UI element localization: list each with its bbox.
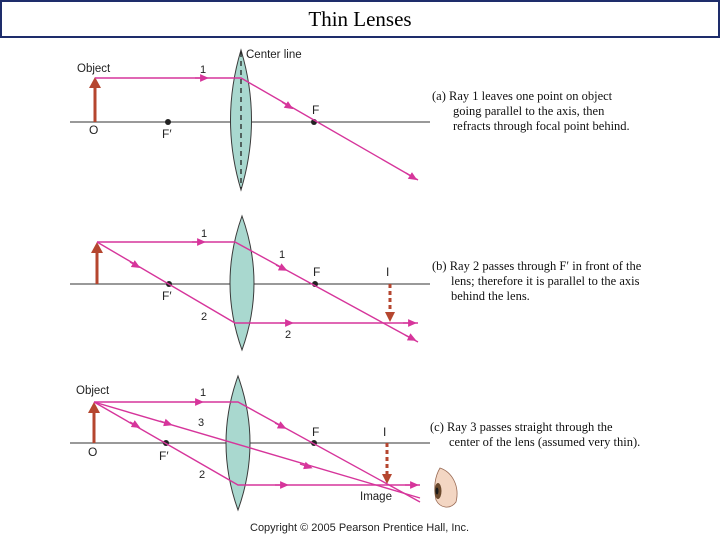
caption-line: lens; therefore it is parallel to the ax… xyxy=(451,274,640,288)
ray-2-label: 2 xyxy=(199,469,205,481)
f-label: F xyxy=(313,265,320,279)
image-i-label: I xyxy=(383,425,386,439)
ray-arrow xyxy=(405,172,418,181)
page-title: Thin Lenses xyxy=(308,7,412,31)
caption-line: (a) Ray 1 leaves one point on object xyxy=(432,89,613,103)
ray-arrow xyxy=(274,421,287,429)
ray-arrow xyxy=(299,461,313,470)
caption-line: refracts through focal point behind. xyxy=(453,119,630,133)
caption-a: (a) Ray 1 leaves one point on object goi… xyxy=(432,89,630,134)
image-arrow-head xyxy=(385,312,395,322)
ray-3-label: 3 xyxy=(198,417,204,429)
eye-icon xyxy=(434,467,458,508)
caption-line: going parallel to the axis, then xyxy=(453,104,605,118)
lens xyxy=(225,374,251,512)
object-arrow-head xyxy=(88,402,100,413)
ray-2 xyxy=(93,401,420,486)
ray-3 xyxy=(93,401,421,499)
f-label: F xyxy=(312,425,319,439)
ray-1-label: 1 xyxy=(201,228,207,240)
panel-c: Object 1 3 2 O F′ F I Image xyxy=(70,374,458,512)
copyright-notice: Copyright © 2005 Pearson Prentice Hall, … xyxy=(250,522,470,534)
ray-1-label: 1 xyxy=(200,387,206,399)
image-arrow-head xyxy=(382,474,392,484)
caption-line: (b) Ray 2 passes through F′ in front of … xyxy=(432,259,642,273)
caption-line: (c) Ray 3 passes straight through the xyxy=(430,420,613,434)
ray-2 xyxy=(96,241,418,324)
object-arrow-head xyxy=(89,77,101,88)
f-prime-label: F′ xyxy=(162,289,172,303)
ray-1-label-after: 1 xyxy=(279,249,285,261)
object-arrow-head xyxy=(91,242,103,253)
focal-point-front xyxy=(165,119,171,125)
ray-1 xyxy=(97,241,419,343)
o-label: O xyxy=(89,123,98,137)
caption-line: center of the lens (assumed very thin). xyxy=(449,435,641,449)
ray-1 xyxy=(95,77,419,181)
caption-line: behind the lens. xyxy=(451,289,530,303)
object-label: Object xyxy=(76,385,110,397)
image-i-label: I xyxy=(386,265,389,279)
ray-arrow xyxy=(159,418,173,427)
ray-arrow xyxy=(404,333,417,341)
caption-c: (c) Ray 3 passes straight through the ce… xyxy=(430,420,640,450)
ray-2-label-after: 2 xyxy=(285,329,291,341)
ray-arrow xyxy=(275,263,288,271)
ray-arrow xyxy=(129,260,141,268)
f-prime-label: F′ xyxy=(159,449,169,463)
f-prime-label: F′ xyxy=(162,127,172,141)
image-label: Image xyxy=(360,491,392,503)
ray-1-label: 1 xyxy=(200,64,206,76)
ray-diagram: Object Center line 1 O F′ F 1 1 2 2 F′ F… xyxy=(70,48,458,512)
object-label: Object xyxy=(77,63,111,75)
panel-a: Object Center line 1 O F′ F xyxy=(70,48,430,192)
title-bar: Thin Lenses xyxy=(0,0,720,38)
ray-2-label: 2 xyxy=(201,311,207,323)
panel-b: 1 1 2 2 F′ F I xyxy=(70,214,430,352)
center-line-label: Center line xyxy=(246,49,302,61)
f-label: F xyxy=(312,103,319,117)
ray-arrow xyxy=(129,420,141,428)
lens xyxy=(229,214,255,352)
ray-1 xyxy=(94,401,421,503)
caption-b: (b) Ray 2 passes through F′ in front of … xyxy=(432,259,641,304)
o-label: O xyxy=(88,445,97,459)
ray-arrow xyxy=(281,101,294,110)
